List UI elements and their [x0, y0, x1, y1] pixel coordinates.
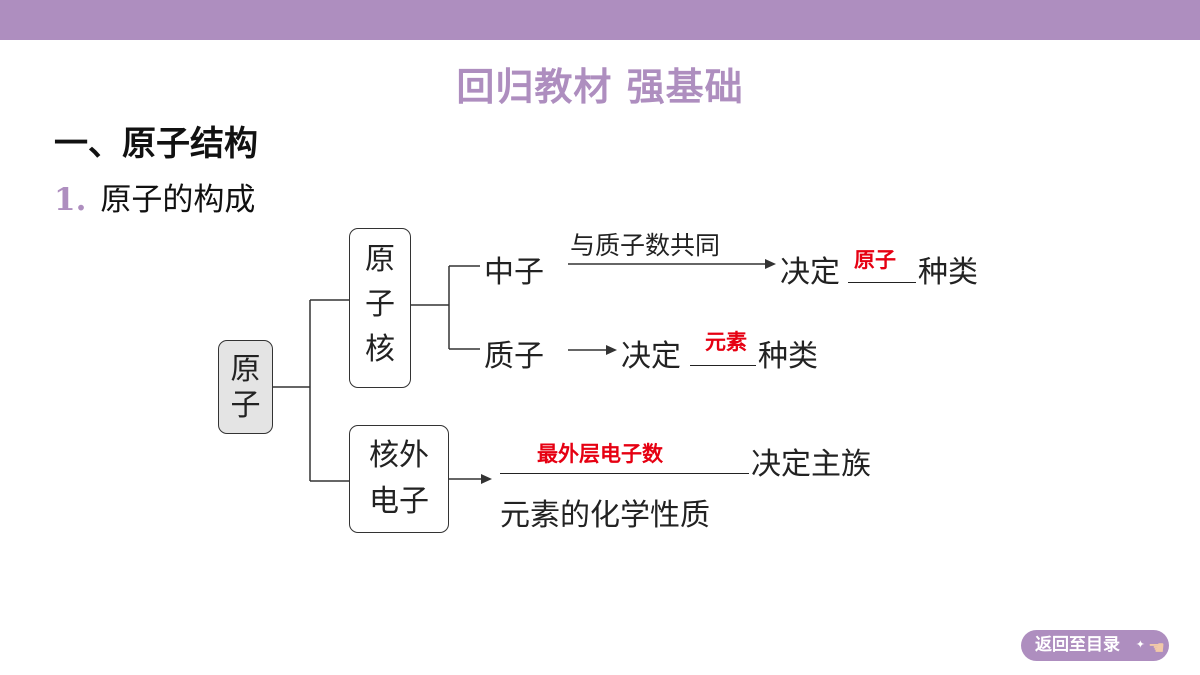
back-to-contents-label: 返回至目录: [1035, 635, 1120, 655]
section-heading: 一、原子结构: [54, 124, 258, 164]
outer-electrons-suffix: 决定主族: [751, 447, 871, 482]
subheading: 1. 原子的构成: [54, 174, 255, 219]
electrons-node-line-1: 核外: [369, 438, 429, 473]
subheading-text: 原子的构成: [100, 182, 256, 218]
proton-blank: [690, 365, 756, 366]
proton-answer: 元素: [705, 329, 747, 354]
neutron-label: 中子: [484, 255, 544, 290]
proton-suffix: 种类: [758, 339, 818, 374]
page-title: 回归教材 强基础: [456, 65, 744, 109]
outer-electrons-blank: [500, 473, 749, 474]
atom-node-char-2: 子: [230, 388, 261, 423]
top-band: [0, 0, 1200, 40]
outer-electrons-answer: 最外层电子数: [537, 441, 663, 466]
arrowhead-proton: [606, 345, 617, 355]
neutron-suffix: 种类: [918, 255, 978, 290]
nucleus-node-char-2: 子: [365, 287, 395, 322]
nucleus-node-char-1: 原: [365, 242, 395, 277]
atom-node: 原 子: [218, 340, 273, 434]
arrowhead-neutron: [765, 259, 776, 269]
sparkle-icon: ✦: [1135, 638, 1145, 651]
atom-node-char-1: 原: [230, 352, 261, 387]
arrowhead-electrons: [481, 474, 492, 484]
neutron-prefix: 决定: [780, 255, 840, 290]
nucleus-node: 原 子 核: [349, 228, 411, 388]
proton-prefix: 决定: [621, 339, 681, 374]
electrons-node: 核外 电子: [349, 425, 449, 533]
subheading-number: 1.: [54, 182, 87, 218]
electrons-node-line-2: 电子: [369, 484, 429, 519]
proton-label: 质子: [484, 339, 544, 374]
outer-electrons-line2: 元素的化学性质: [500, 498, 710, 533]
neutron-answer: 原子: [854, 247, 896, 272]
pointer-hand-icon: ☚: [1147, 637, 1165, 659]
nucleus-node-char-3: 核: [365, 332, 395, 367]
neutron-blank: [848, 282, 916, 283]
neutron-arrow-label: 与质子数共同: [570, 231, 721, 260]
back-to-contents-button[interactable]: 返回至目录 ✦ ☚: [1021, 630, 1169, 661]
